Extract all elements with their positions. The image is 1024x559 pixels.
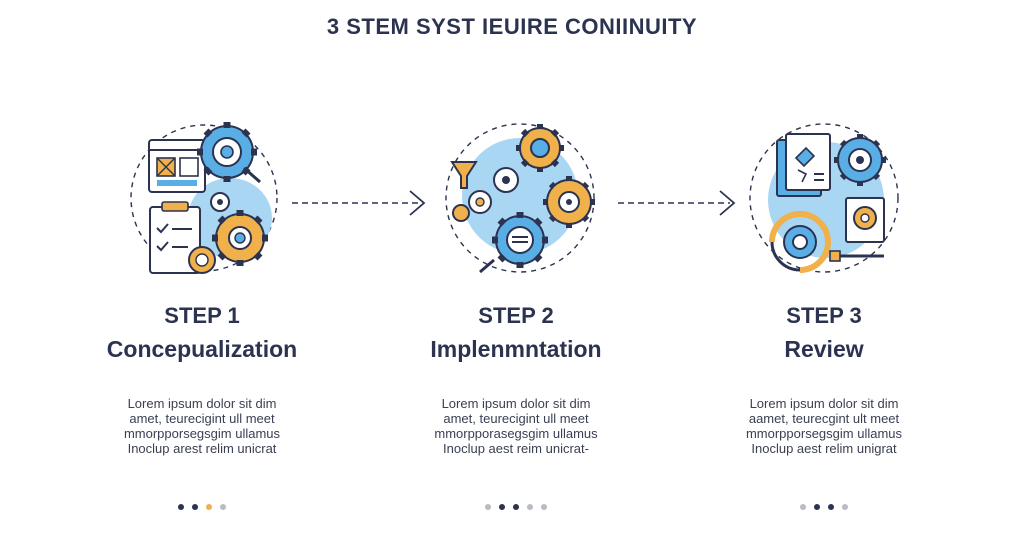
pagination-dot <box>842 504 848 510</box>
step-3-desc-line: Inoclup aest relim unigrat <box>751 441 897 456</box>
pagination-dot <box>541 504 547 510</box>
step-3: STEP 3 Review Lorem ipsum dolor sit dim … <box>674 0 974 559</box>
step-2-desc-line: Inoclup aest reim unicrat- <box>443 441 589 456</box>
step-3-desc-line: aamet, teurecgint ult meet <box>748 411 900 426</box>
step-1: STEP 1 Concepualization Lorem ipsum dolo… <box>52 0 352 559</box>
step-1-desc-line: Lorem ipsum dolor sit dim <box>127 396 277 411</box>
pagination-dot <box>828 504 834 510</box>
diagram-title: 3 STEM SYST IEUIRE CONIINUITY <box>326 14 698 39</box>
step-1-desc-line: mmorpporsegsgim ullamus <box>123 426 281 441</box>
step-1-desc-line: amet, teurecigint ull meet <box>129 411 275 426</box>
step-2: STEP 2 Implenmntation Lorem ipsum dolor … <box>366 0 666 559</box>
step-2-label: STEP 2 <box>478 303 554 328</box>
step-3-description: Lorem ipsum dolor sit dim aamet, teurecg… <box>674 396 974 456</box>
step-1-name: Concepualization <box>106 336 298 362</box>
pagination-dot <box>220 504 226 510</box>
pagination-dot <box>178 504 184 510</box>
pagination-dot <box>485 504 491 510</box>
pagination-dot <box>499 504 505 510</box>
pagination-dot <box>800 504 806 510</box>
step-2-name: Implenmntation <box>430 336 602 362</box>
pagination-dot <box>527 504 533 510</box>
step-1-pagination-dots <box>52 504 352 510</box>
step-2-pagination-dots <box>366 504 666 510</box>
pagination-dot <box>814 504 820 510</box>
arrow-step-1-to-2 <box>292 190 426 216</box>
step-2-desc-line: Lorem ipsum dolor sit dim <box>441 396 591 411</box>
pagination-dot <box>206 504 212 510</box>
step-3-pagination-dots <box>674 504 974 510</box>
step-1-label: STEP 1 <box>164 303 240 328</box>
step-3-desc-line: mmorpporsegsgim ullamus <box>745 426 903 441</box>
step-1-description: Lorem ipsum dolor sit dim amet, teurecig… <box>52 396 352 456</box>
step-3-name: Review <box>784 336 864 362</box>
step-1-desc-line: Inoclup arest relim unicrat <box>127 441 277 456</box>
step-3-desc-line: Lorem ipsum dolor sit dim <box>749 396 899 411</box>
step-3-label: STEP 3 <box>786 303 862 328</box>
arrow-step-2-to-3 <box>618 190 736 216</box>
step-2-description: Lorem ipsum dolor sit dim amet, teurecig… <box>366 396 666 456</box>
review-document-gears-icon <box>744 110 904 285</box>
concept-blueprint-gears-icon <box>122 110 282 285</box>
implementation-gears-icon <box>436 110 596 285</box>
pagination-dot <box>192 504 198 510</box>
step-2-desc-line: amet, teurecigint ull meet <box>443 411 589 426</box>
pagination-dot <box>513 504 519 510</box>
step-2-desc-line: mmorpporasegsgim ullamus <box>434 426 598 441</box>
